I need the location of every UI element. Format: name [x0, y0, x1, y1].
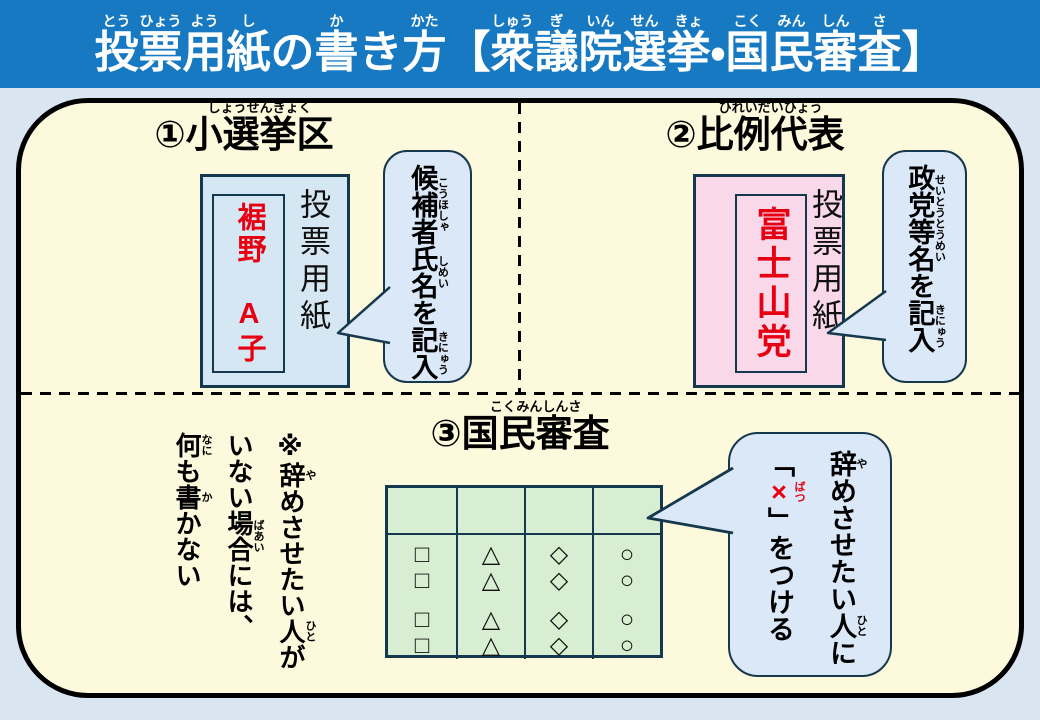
candidate-name-box: 裾野 A子 — [212, 194, 285, 373]
symbol-group: □□ — [415, 542, 430, 594]
table-header-cell — [456, 488, 524, 535]
review-symbol: ◇ — [549, 567, 569, 594]
ballot-paper-label: 投票用紙 — [807, 188, 842, 336]
symbol-group: ○○ — [620, 542, 635, 594]
table-symbol-cell: ◇◇◇◇ — [524, 535, 592, 659]
table-header-cell — [524, 488, 592, 535]
candidate-name: 裾野 A子 — [233, 202, 265, 365]
review-symbol: □ — [414, 567, 430, 594]
header-bar: 投とう票ひょう用よう紙しの書かき方かた【衆しゅう議ぎ院いん選せん挙きょ・国こく民… — [0, 0, 1040, 88]
symbol-group: □□ — [415, 607, 430, 659]
heading-national-review: ③国民審査こくみんしんさ — [430, 399, 610, 454]
speech-bubble-party: 政党等名せいとうとうめいを記入きにゅう — [882, 150, 967, 383]
review-symbol: ◇ — [549, 632, 569, 659]
review-symbol: △ — [481, 632, 501, 659]
speech-bubble-review: 辞やめさせたい人ひとに「×ばつ」をつける — [728, 432, 892, 677]
vertical-divider — [518, 103, 521, 392]
speech-bubble-review-text: 辞やめさせたい人ひとに「×ばつ」をつける — [764, 450, 867, 666]
ballot-proportional: 富士山党 投票用紙 — [693, 174, 845, 388]
party-name: 富士山党 — [751, 205, 791, 362]
speech-bubble-candidate: 候補者こうほしゃ氏名しめいを記入きにゅう — [383, 150, 472, 383]
bubble-tail-left-icon — [826, 289, 887, 342]
review-symbol: □ — [414, 632, 430, 659]
table-symbol-cell: □□□□ — [388, 535, 456, 659]
symbol-group: ○○ — [620, 607, 635, 659]
party-name-box: 富士山党 — [735, 194, 807, 373]
review-symbol: ○ — [619, 567, 635, 594]
table-header-cell — [388, 488, 456, 535]
table-header-cell — [592, 488, 660, 535]
page-title: 投とう票ひょう用よう紙しの書かき方かた【衆しゅう議ぎ院いん選せん挙きょ・国こく民… — [94, 12, 946, 77]
review-symbol: ○ — [619, 606, 635, 633]
table-symbol-cell: △△△△ — [456, 535, 524, 659]
review-symbol: ◇ — [549, 541, 569, 568]
review-symbol: □ — [414, 541, 430, 568]
ballot-paper-label: 投票用紙 — [295, 188, 330, 336]
review-symbol: ○ — [619, 541, 635, 568]
symbol-group: ◇◇ — [550, 607, 568, 659]
speech-bubble-party-text: 政党等名せいとうとうめいを記入きにゅう — [904, 164, 946, 353]
note-no-mark-text: ※辞やめさせたい人ひとがいない場合ばあいには、何なにも書かかない — [172, 432, 316, 670]
heading-proportional-representation: ②比例代表ひれいだいひょう — [665, 100, 845, 155]
review-symbol: ◇ — [549, 606, 569, 633]
bubble-tail-left-icon — [646, 466, 734, 535]
symbol-group: ◇◇ — [550, 542, 568, 594]
review-symbol: ○ — [619, 632, 635, 659]
speech-bubble-candidate-text: 候補者こうほしゃ氏名しめいを記入きにゅう — [407, 164, 449, 380]
review-symbol: □ — [414, 606, 430, 633]
symbol-group: △△ — [482, 607, 500, 659]
review-symbol: △ — [481, 567, 501, 594]
review-table: □□□□△△△△◇◇◇◇○○○○ — [385, 485, 663, 659]
review-symbol: △ — [481, 606, 501, 633]
horizontal-divider — [21, 392, 1019, 395]
review-symbol: △ — [481, 541, 501, 568]
heading-single-member-district: ①小選挙区しょうせんきょく — [154, 100, 334, 155]
bubble-tail-left-icon — [336, 286, 391, 345]
ballot-single-member: 裾野 A子 投票用紙 — [200, 174, 350, 388]
table-symbol-cell: ○○○○ — [592, 535, 660, 659]
symbol-group: △△ — [482, 542, 500, 594]
